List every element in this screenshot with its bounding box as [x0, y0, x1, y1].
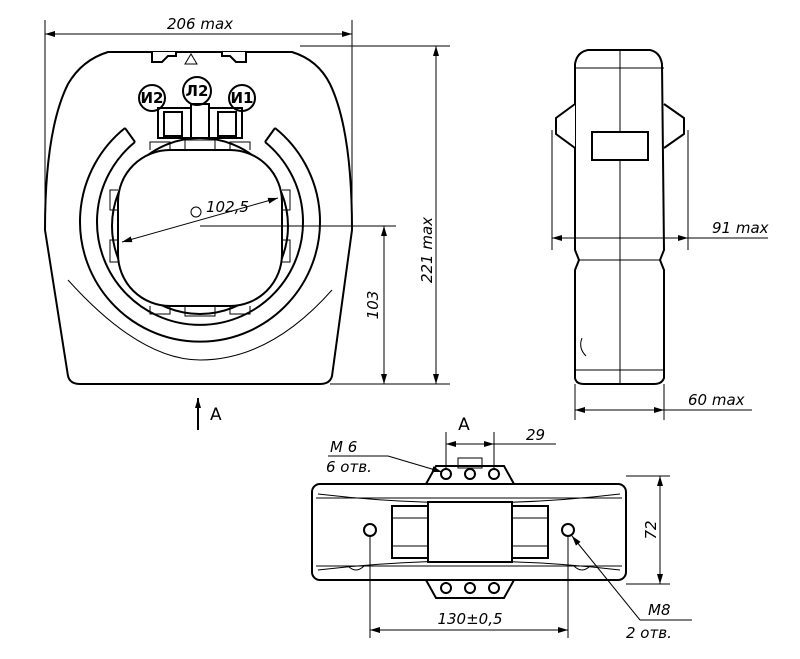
- bottom-height-dim-text: 72: [642, 520, 660, 539]
- ring-cap-right: [264, 127, 276, 143]
- terminal-circle-i1: [228, 84, 256, 112]
- view-arrow-label: A: [210, 405, 222, 425]
- terminal-circle-l2: [182, 76, 212, 106]
- bottom-core-inner: [427, 501, 513, 563]
- top-terminal-hole-3: [488, 468, 500, 480]
- thread-small-label: М 6: [330, 438, 357, 456]
- bottom-dimensions: A 29 М 6 6 отв. 72 130±0,5 М8 2 отв.: [326, 415, 692, 642]
- side-dimensions: 91 max 60 max: [551, 130, 769, 420]
- terminal-post-left: [163, 111, 183, 137]
- top-terminal-hole-1: [440, 468, 452, 480]
- slot-right: [573, 565, 591, 571]
- terminal-label-i2: И2: [141, 89, 164, 107]
- side-view: [555, 49, 685, 385]
- thread-large-count: 2 отв.: [626, 624, 672, 642]
- middle-ring: [96, 141, 304, 326]
- front-view: И2 Л2 И1: [43, 51, 354, 385]
- bottom-terminal-hole-2: [464, 582, 476, 594]
- terminal-label-l2: Л2: [186, 82, 209, 100]
- diameter-dim-text: 102,5: [206, 198, 249, 216]
- bottom-terminal-hole-1: [440, 582, 452, 594]
- side-width-dim-text: 60 max: [688, 391, 745, 409]
- spacing-dim-text: 29: [526, 426, 545, 444]
- bottom-view: [311, 457, 627, 599]
- top-terminal-hole-2: [464, 468, 476, 480]
- thread-small-count: 6 отв.: [326, 458, 372, 476]
- thread-large-label: М8: [648, 601, 671, 619]
- warning-triangle-icon: [184, 53, 198, 65]
- housing-shade-arc: [67, 279, 333, 361]
- mount-hole-right: [561, 523, 575, 537]
- width-dim-text: 206 max: [167, 15, 233, 33]
- side-clip-right: [663, 103, 685, 149]
- terminal-label-i1: И1: [231, 89, 254, 107]
- outer-ring: [79, 127, 321, 343]
- bore-serrations: [109, 139, 291, 317]
- top-clip-right: [221, 52, 247, 63]
- diameter-dim-line: [121, 197, 279, 243]
- side-clip-left: [555, 103, 576, 149]
- offset-dim-text: 103: [364, 291, 382, 320]
- terminal-post-right: [217, 111, 237, 137]
- side-nameplate: [591, 131, 649, 161]
- depth-dim-text: 91 max: [712, 219, 769, 237]
- height-dim-text: 221 max: [418, 217, 436, 283]
- hole-spacing-dim-text: 130±0,5: [437, 610, 502, 628]
- top-clip-left: [151, 52, 177, 63]
- mount-hole-left: [363, 523, 377, 537]
- bore-window: [117, 149, 283, 307]
- thread-small-leader: [387, 455, 443, 473]
- ring-cap-left: [124, 127, 136, 143]
- bottom-terminal-hole-3: [488, 582, 500, 594]
- thread-large-leader: [571, 535, 641, 621]
- top-terminal-tab: [457, 457, 483, 469]
- side-latch: [580, 337, 587, 357]
- front-dimensions: 206 max 221 max 103 102,5 A: [44, 15, 450, 430]
- terminal-circle-i2: [138, 84, 166, 112]
- bottom-view-label: A: [458, 415, 470, 435]
- terminal-post-center: [190, 103, 210, 139]
- slot-left: [347, 565, 365, 571]
